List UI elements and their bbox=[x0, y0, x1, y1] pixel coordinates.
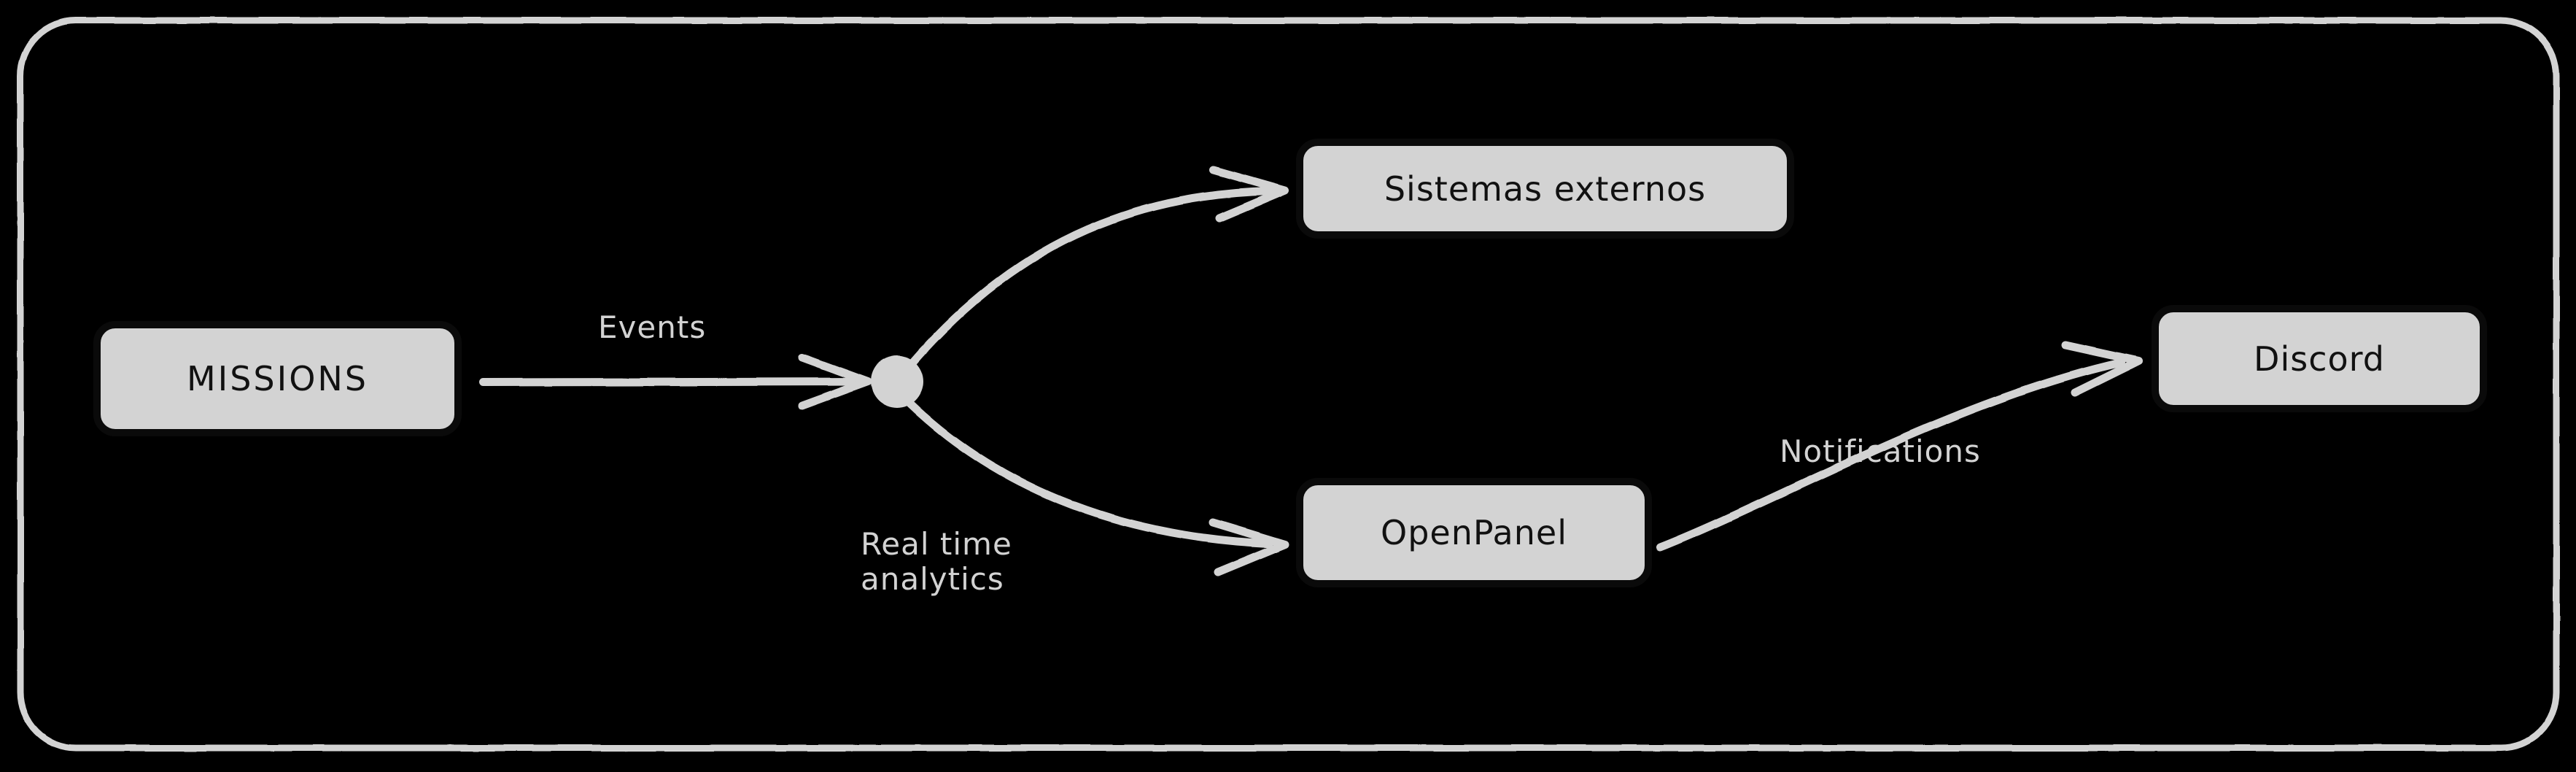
node-sistemas-externos[interactable]: Sistemas externos bbox=[1296, 139, 1794, 239]
node-missions-label: MISSIONS bbox=[186, 359, 369, 398]
node-discord[interactable]: Discord bbox=[2152, 305, 2487, 412]
node-openpanel[interactable]: OpenPanel bbox=[1296, 478, 1652, 587]
arrowhead-missions-to-junction bbox=[798, 353, 872, 410]
node-discord-label: Discord bbox=[2254, 339, 2385, 379]
edge-junction-to-sistemas bbox=[909, 187, 1273, 366]
edge-label-real-time-analytics: Real time analytics bbox=[861, 526, 1012, 598]
arrowhead-junction-to-openpanel bbox=[1209, 518, 1289, 576]
edge-junction-to-openpanel bbox=[906, 399, 1273, 548]
edge-label-events: Events bbox=[598, 309, 707, 345]
outer-frame bbox=[17, 17, 2560, 752]
node-missions[interactable]: MISSIONS bbox=[93, 321, 462, 436]
event-bus-junction-node[interactable] bbox=[871, 355, 923, 408]
node-openpanel-label: OpenPanel bbox=[1381, 513, 1567, 552]
edge-openpanel-to-discord bbox=[1656, 358, 2125, 552]
edge-label-notifications: Notifications bbox=[1780, 433, 1981, 469]
arrowhead-openpanel-to-discord bbox=[2061, 341, 2143, 397]
node-sistemas-externos-label: Sistemas externos bbox=[1384, 169, 1707, 209]
arrowhead-junction-to-sistemas bbox=[1209, 166, 1289, 223]
